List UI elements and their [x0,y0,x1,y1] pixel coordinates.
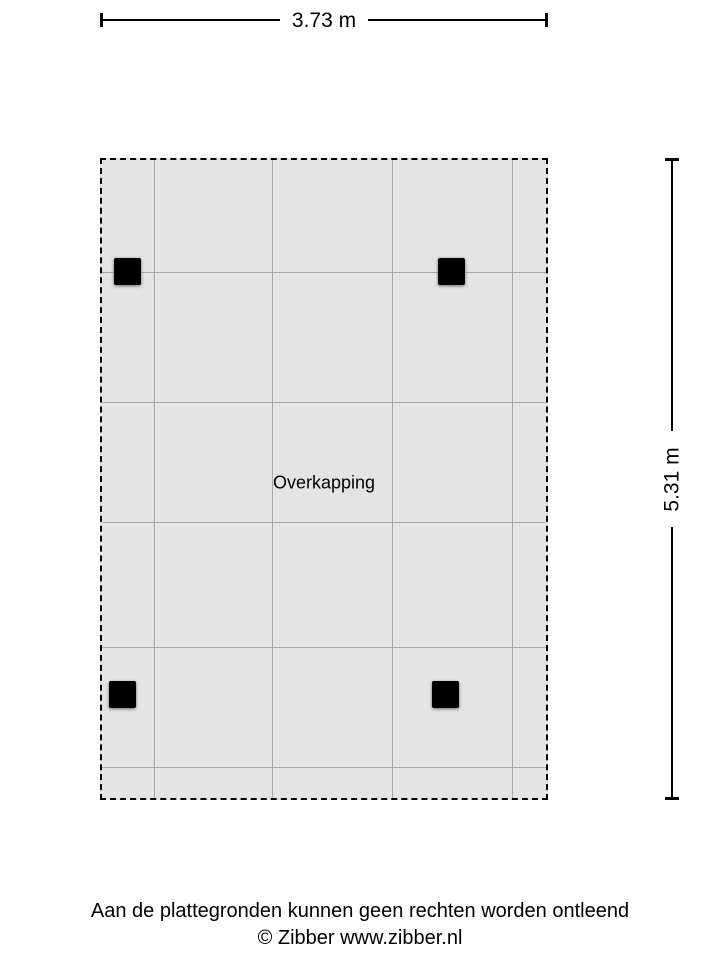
dimension-line-left [103,19,280,21]
dimension-tick-top [665,158,679,161]
grid-line-vertical [154,160,155,798]
room-label: Overkapping [272,472,376,493]
dimension-tick-left [100,13,103,27]
grid-line-horizontal [102,522,546,523]
grid-line-vertical [512,160,513,798]
grid-line-vertical [272,160,273,798]
dimension-tick-bottom [665,797,679,800]
grid-line-horizontal [102,272,546,273]
dimension-line-bottom [671,527,673,797]
post [109,681,136,708]
footer: Aan de plattegronden kunnen geen rechten… [0,898,720,952]
dimension-width: 3.73 m [100,6,549,34]
floorplan: Overkapping [100,158,548,800]
grid-line-horizontal [102,647,546,648]
dimension-width-label: 3.73 m [291,8,357,32]
dimension-line-top [671,161,673,431]
dimension-tick-right [545,13,549,27]
post [114,258,141,285]
dimension-height: 5.31 m [658,158,686,800]
grid-line-vertical [392,160,393,798]
post [432,681,459,708]
disclaimer-text: Aan de plattegronden kunnen geen rechten… [90,900,630,922]
post [438,258,465,285]
dimension-height-label-box: 5.31 m [640,431,704,527]
dimension-height-label: 5.31 m [660,446,684,512]
dimension-line-right [368,19,546,21]
credit-text: © Zibber www.zibber.nl [257,927,463,949]
grid-line-horizontal [102,767,546,768]
grid-line-horizontal [102,402,546,403]
